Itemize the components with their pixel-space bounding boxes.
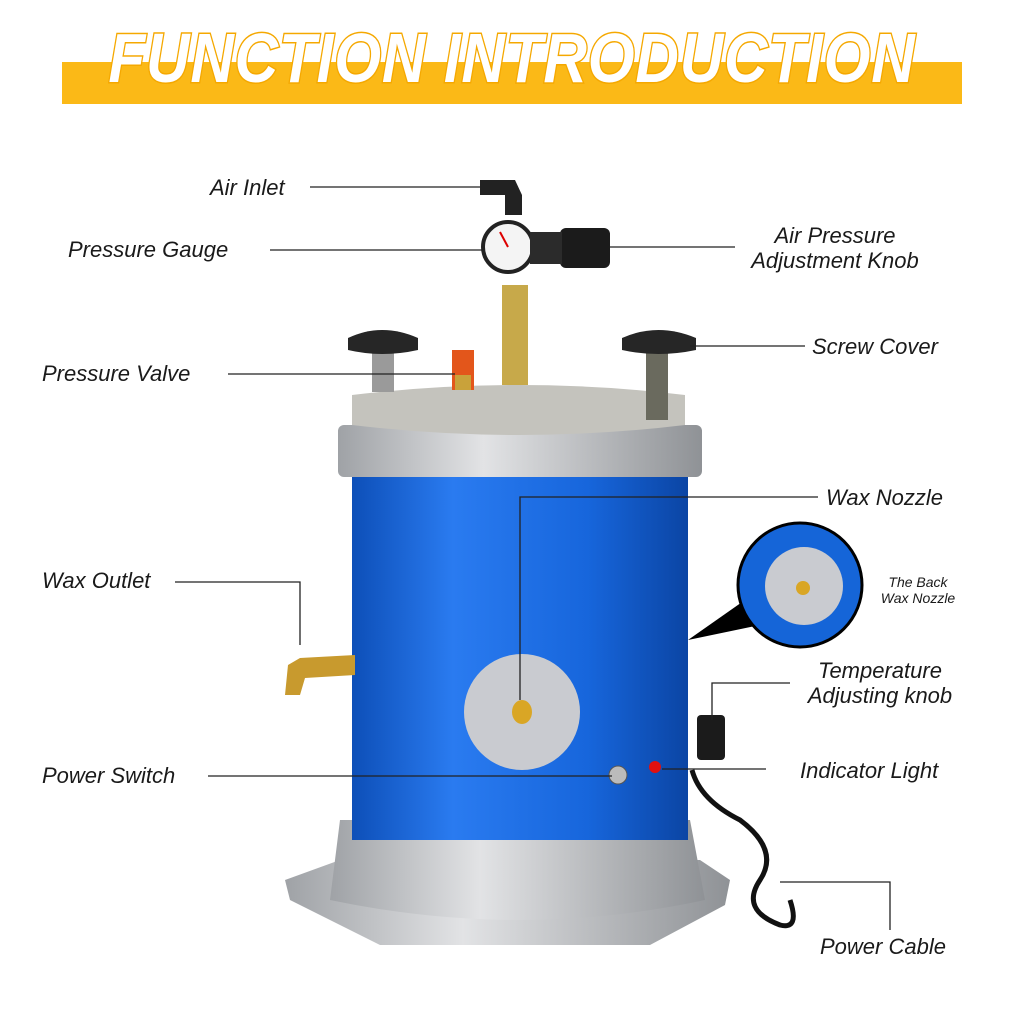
label-line: Air Pressure <box>774 223 896 248</box>
top-ring <box>338 425 702 477</box>
page-title: FUNCTION INTRODUCTION <box>107 18 916 99</box>
back-wax-nozzle <box>796 581 810 595</box>
label-line: Temperature <box>818 658 942 683</box>
label-line: Adjustment Knob <box>751 248 919 273</box>
wax-outlet-line <box>175 581 301 645</box>
label-wax-nozzle: Wax Nozzle <box>826 485 943 510</box>
label-line: Wax Nozzle <box>880 590 956 606</box>
base-ring <box>330 820 705 920</box>
wax-outlet-valve <box>285 655 355 695</box>
adjustment-knob <box>560 228 610 268</box>
front-wax-nozzle <box>512 700 532 724</box>
regulator-column <box>502 285 528 385</box>
regulator-body <box>530 232 562 264</box>
label-pressure-gauge: Pressure Gauge <box>68 237 229 262</box>
label-power-switch: Power Switch <box>42 763 176 788</box>
label-air-pressure-knob: Air Pressure Adjustment Knob <box>730 223 940 273</box>
gauge-needle <box>499 231 509 248</box>
lid <box>352 385 685 435</box>
temperature-knob-line <box>711 682 790 720</box>
label-pressure-valve: Pressure Valve <box>42 361 191 386</box>
indicator-light <box>649 761 661 773</box>
pressure-valve-base <box>455 375 471 390</box>
callout-lines <box>175 186 891 930</box>
power-cable-line <box>780 881 891 930</box>
air-inlet-fitting <box>480 180 522 215</box>
label-power-cable: Power Cable <box>820 934 946 959</box>
label-line: The Back <box>888 574 948 590</box>
label-screw-cover: Screw Cover <box>812 334 938 359</box>
label-back-nozzle: The Back Wax Nozzle <box>866 574 970 606</box>
power-cable <box>689 769 796 929</box>
temperature-knob <box>697 715 725 760</box>
title-banner <box>62 62 962 104</box>
screw-knob-left <box>348 330 418 354</box>
screw-post-left <box>372 350 394 392</box>
power-switch <box>608 765 628 785</box>
label-indicator-light: Indicator Light <box>800 758 939 783</box>
screw-knob-right <box>622 330 696 354</box>
label-line: Adjusting knob <box>807 683 953 708</box>
label-temperature-knob: Temperature Adjusting knob <box>785 658 975 708</box>
label-air-inlet: Air Inlet <box>210 175 285 200</box>
screw-post-right <box>646 350 668 420</box>
wax-nozzle-line <box>519 496 818 700</box>
label-wax-outlet: Wax Outlet <box>42 568 151 593</box>
